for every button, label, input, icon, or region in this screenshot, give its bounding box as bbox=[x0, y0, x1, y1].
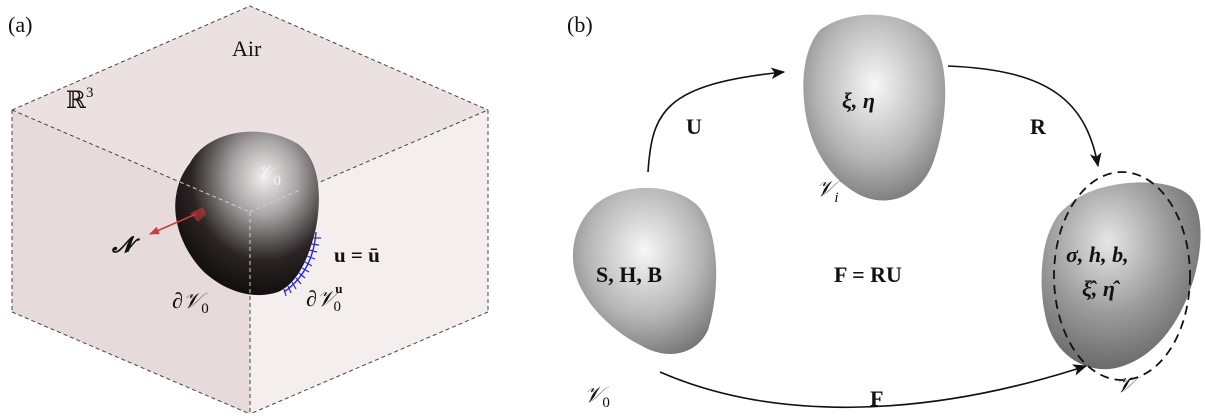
intermediate-body bbox=[803, 14, 946, 201]
current-name: 𝒱 bbox=[1116, 372, 1141, 397]
current-body bbox=[1041, 182, 1201, 370]
dirichlet-hatch bbox=[283, 237, 321, 297]
hidden-edges bbox=[179, 181, 301, 296]
bc-label: u = ū bbox=[334, 243, 380, 267]
panel-b-tag: (b) bbox=[567, 12, 593, 37]
dirichlet-boundary-curve bbox=[283, 231, 317, 293]
box-edges bbox=[11, 5, 489, 415]
current-fields-line2: ξ̂, η̂ bbox=[1082, 276, 1121, 301]
reference-fields: S, H, B bbox=[596, 262, 662, 287]
arrow-U-label: U bbox=[686, 114, 702, 139]
box-right-face bbox=[250, 110, 488, 414]
arrow-F bbox=[659, 364, 1088, 409]
body-v0 bbox=[175, 131, 319, 296]
normal-vector bbox=[149, 207, 206, 235]
arrow-R-label: R bbox=[1030, 114, 1047, 139]
intermediate-fields: ξ, η bbox=[842, 88, 875, 113]
arrow-F-label: F bbox=[870, 386, 883, 411]
reference-body bbox=[572, 187, 717, 354]
current-fields-line1: σ, h, b, bbox=[1066, 242, 1129, 267]
panel-a-tag: (a) bbox=[8, 12, 32, 37]
panel-b: (b) S, H, B 𝒱0 ξ, η 𝒱i σ, h, b, ξ̂, η̂ 𝒱… bbox=[567, 12, 1201, 411]
decomposition-label: F = RU bbox=[834, 262, 902, 287]
arrow-R bbox=[947, 65, 1102, 168]
arrow-U bbox=[647, 67, 786, 173]
air-label: Air bbox=[232, 36, 262, 61]
reference-name: 𝒱0 bbox=[584, 382, 610, 411]
intermediate-name: 𝒱i bbox=[816, 176, 841, 206]
space-label: ℝ3 bbox=[66, 85, 93, 114]
box-left-face bbox=[12, 110, 250, 414]
current-body-outline bbox=[1053, 171, 1191, 381]
panel-a: (a) Air ℝ3 bbox=[8, 5, 489, 415]
